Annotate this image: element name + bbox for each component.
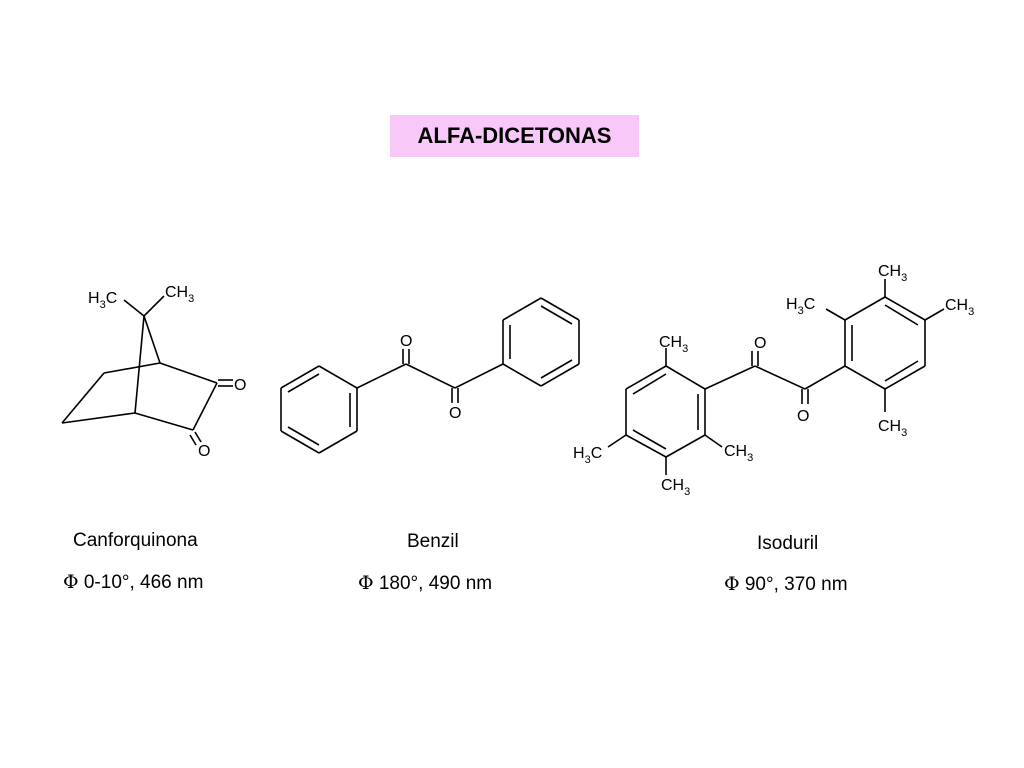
- compound-properties: Φ 180°, 490 nm: [358, 572, 492, 595]
- oxygen-label: O: [797, 408, 809, 425]
- compound-name: Isoduril: [757, 533, 819, 554]
- oxygen-label: O: [449, 405, 461, 422]
- compound-properties: Φ 0-10°, 466 nm: [63, 571, 203, 594]
- properties-text: 90°, 370 nm: [744, 574, 848, 595]
- page-title: ALFA-DICETONAS: [390, 115, 639, 157]
- methyl-label: CH3: [878, 263, 907, 284]
- isoduril-structure: O O CH3 CH3 CH3 H3C H3C CH3 CH3 CH3: [573, 263, 974, 498]
- compound-name: Canforquinona: [73, 530, 198, 551]
- methyl-label: CH3: [945, 297, 974, 318]
- phi-symbol: Φ: [63, 571, 79, 593]
- benzil-structure: O O: [280, 297, 580, 454]
- oxygen-label: O: [754, 335, 766, 352]
- properties-text: 180°, 490 nm: [378, 573, 493, 594]
- methyl-label: CH3: [659, 334, 688, 355]
- methyl-label: H3C: [573, 445, 602, 466]
- phi-symbol: Φ: [724, 573, 740, 595]
- properties-text: 0-10°, 466 nm: [83, 572, 204, 593]
- methyl-label: CH3: [878, 418, 907, 439]
- methyl-label: CH3: [724, 443, 753, 464]
- methyl-label: H3C: [88, 290, 117, 311]
- methyl-label: CH3: [165, 284, 194, 305]
- oxygen-label: O: [198, 443, 210, 460]
- methyl-label: CH3: [661, 477, 690, 498]
- compound-properties: Φ 90°, 370 nm: [724, 573, 848, 596]
- camphorquinone-structure: H3C CH3 O O: [61, 284, 246, 460]
- oxygen-label: O: [234, 377, 246, 394]
- methyl-label: H3C: [786, 296, 815, 317]
- phi-symbol: Φ: [358, 572, 374, 594]
- compound-name: Benzil: [407, 531, 459, 552]
- oxygen-label: O: [400, 333, 412, 350]
